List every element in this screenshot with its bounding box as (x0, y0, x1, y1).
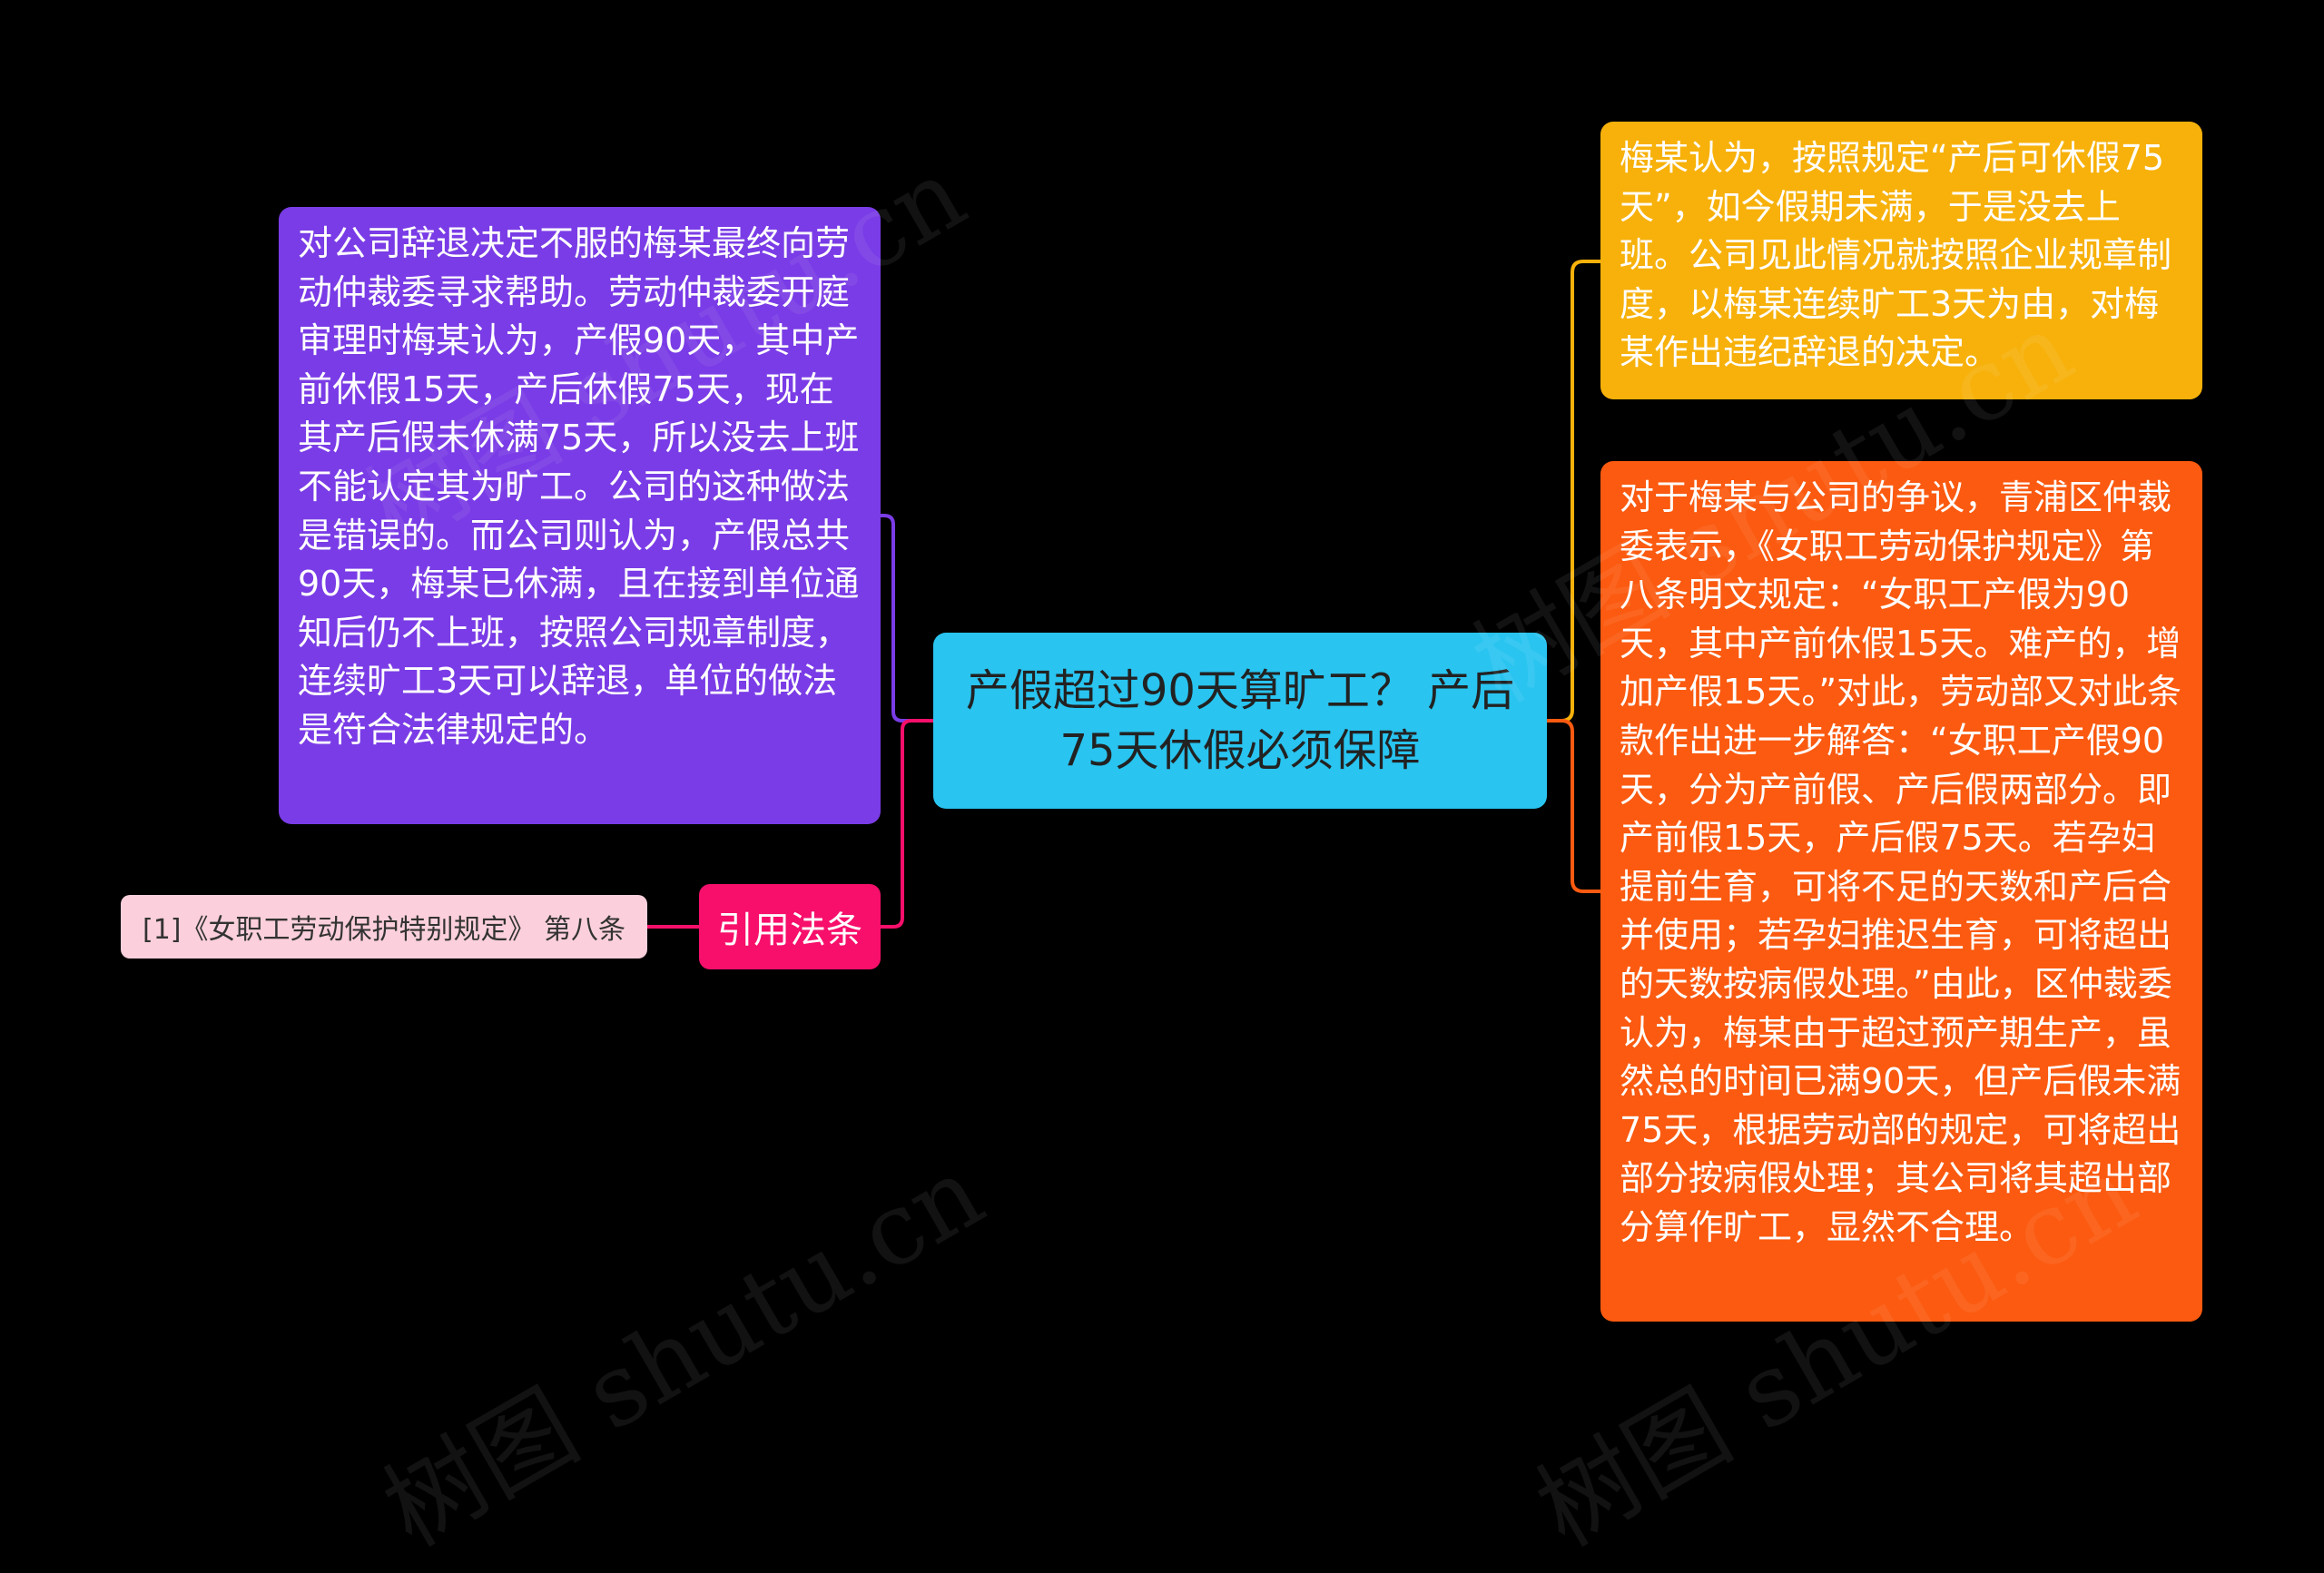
central-topic-node[interactable]: 产假超过90天算旷工？ 产后75天休假必须保障 (933, 633, 1547, 809)
connector-center-to-right-bottom (1547, 719, 1600, 893)
connector-lines (647, 260, 1600, 929)
left-argument-node[interactable]: 对公司辞退决定不服的梅某最终向劳动仲裁委寻求帮助。劳动仲裁委开庭审理时梅某认为，… (279, 207, 881, 824)
connector-center-to-citation (881, 719, 933, 929)
citation-label-node[interactable]: 引用法条 (699, 884, 881, 969)
right-top-node[interactable]: 梅某认为，按照规定“产后可休假75天”，如今假期未满，于是没去上班。公司见此情况… (1600, 122, 2202, 399)
connector-center-to-right-top (1547, 260, 1600, 723)
citation-item-node[interactable]: [1]《女职工劳动保护特别规定》 第八条 (121, 895, 647, 959)
connector-center-to-left-main (881, 514, 933, 723)
right-bottom-node[interactable]: 对于梅某与公司的争议，青浦区仲裁委表示，《女职工劳动保护规定》第八条明文规定：“… (1600, 461, 2202, 1322)
